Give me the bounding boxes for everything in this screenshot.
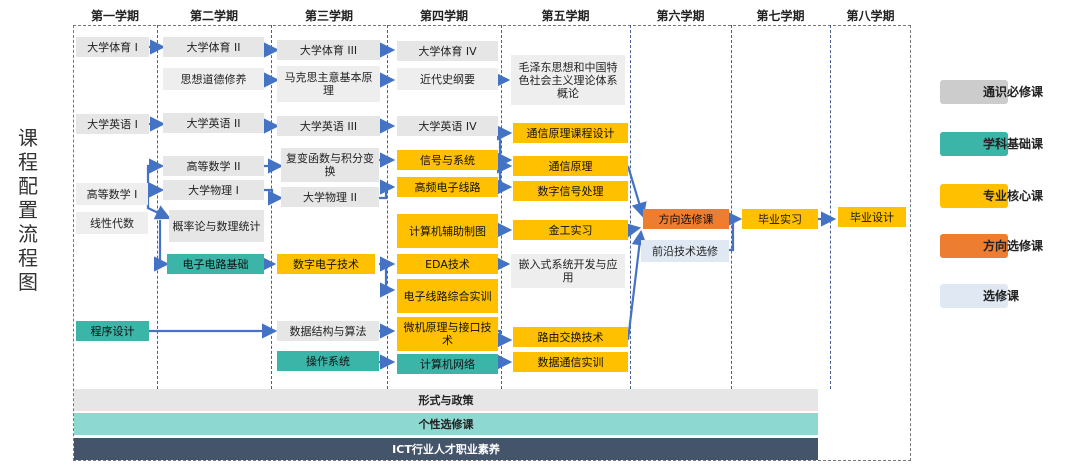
course-prog: 程序设计: [76, 321, 149, 341]
course-thesis: 毕业设计: [838, 207, 906, 227]
course-prob: 概率论与数理统计: [169, 210, 264, 242]
course-digital: 数字电子技术: [277, 254, 375, 274]
arrow: [626, 165, 647, 219]
arrow: [264, 188, 284, 206]
legend-label-foundation: 学科基础课: [983, 137, 1044, 151]
semester-header-6: 第六学期: [656, 9, 705, 23]
course-phys1: 大学物理 I: [163, 180, 264, 200]
course-os: 操作系统: [277, 351, 379, 371]
course-eda: EDA技术: [397, 254, 498, 274]
course-micro: 微机原理与接口技术: [397, 317, 498, 351]
arrow: [153, 220, 170, 272]
course-en1: 大学英语 I: [76, 114, 149, 134]
course-marx: 马克思主意基本原理: [277, 66, 380, 102]
legend-swatch-foundation: [940, 132, 1008, 156]
course-mao: 毛泽东思想和中国特色社会主义理论体系概论: [511, 55, 625, 105]
course-en4: 大学英语 IV: [397, 116, 498, 136]
course-history: 近代史纲要: [397, 68, 498, 90]
legend-label-general: 通识必修课: [983, 85, 1044, 99]
column-divider: [830, 25, 831, 389]
course-intern: 毕业实习: [742, 209, 818, 229]
arrow: [146, 158, 165, 190]
arrow: [624, 222, 642, 238]
semester-header-3: 第三学期: [304, 9, 353, 23]
arrow: [379, 264, 396, 298]
arrow: [146, 190, 171, 220]
course-en2: 大学英语 II: [163, 113, 264, 133]
course-pe1: 大学体育 I: [76, 37, 149, 57]
legend-swatch-core: [940, 184, 1008, 208]
bar-elective: 个性选修课: [74, 413, 818, 435]
diagram-frame: [73, 25, 911, 461]
column-divider: [630, 25, 631, 389]
bar-policy: 形式与政策: [74, 389, 818, 411]
course-cad: 计算机辅助制图: [397, 214, 498, 248]
course-pe2: 大学体育 II: [163, 37, 264, 57]
course-pe3: 大学体育 III: [277, 40, 380, 60]
column-divider: [271, 25, 272, 389]
legend-swatch-direction: [940, 234, 1008, 258]
course-pe4: 大学体育 IV: [397, 41, 498, 61]
arrow: [496, 329, 513, 348]
diagram-title: 课程配置流程图: [18, 126, 38, 294]
semester-header-7: 第七学期: [756, 9, 805, 23]
semester-header-4: 第四学期: [419, 9, 468, 23]
legend-label-core: 专业核心课: [983, 189, 1044, 203]
course-circuit: 电子电路基础: [167, 254, 264, 274]
legend-swatch-general: [940, 80, 1008, 104]
course-elec-lab: 电子线路综合实训: [397, 279, 498, 313]
semester-header-1: 第一学期: [90, 9, 139, 23]
course-math1: 高等数学 I: [76, 183, 148, 205]
course-embedded: 嵌入式系统开发与应用: [511, 254, 625, 288]
legend-label-direction: 方向选修课: [983, 239, 1044, 253]
course-linalg: 线性代数: [76, 212, 148, 234]
semester-header-8: 第八学期: [846, 9, 895, 23]
course-math2: 高等数学 II: [163, 156, 264, 176]
course-signals: 信号与系统: [397, 150, 498, 170]
course-comm-design: 通信原理课程设计: [513, 123, 628, 143]
arrow: [626, 229, 648, 341]
column-divider: [501, 25, 502, 389]
course-comm: 通信原理: [513, 156, 628, 176]
semester-header-5: 第五学期: [541, 9, 590, 23]
course-complex: 复变函数与积分变换: [281, 148, 379, 182]
course-ds: 数据结构与算法: [277, 321, 379, 341]
arrow: [496, 125, 513, 162]
arrow: [496, 158, 513, 189]
course-en3: 大学英语 III: [277, 116, 380, 136]
course-metal: 金工实习: [513, 220, 628, 240]
course-dsp: 数字信号处理: [513, 181, 628, 201]
course-frontier: 前沿技术选修: [641, 240, 729, 262]
course-phys2: 大学物理 II: [281, 187, 379, 207]
course-hf: 高频电子线路: [397, 177, 498, 197]
legend-label-elective: 选修课: [983, 289, 1020, 303]
course-datacomm: 数据通信实训: [513, 352, 628, 372]
course-direction: 方向选修课: [643, 209, 729, 229]
semester-header-2: 第二学期: [189, 9, 238, 23]
course-router: 路由交换技术: [513, 327, 628, 347]
course-ethics: 思想道德修养: [163, 68, 264, 90]
arrow: [379, 179, 396, 200]
course-network: 计算机网络: [397, 354, 498, 374]
column-divider: [387, 25, 388, 389]
legend-swatch-elective: [940, 284, 1008, 308]
bar-ict: ICT行业人才职业素养: [74, 438, 818, 460]
